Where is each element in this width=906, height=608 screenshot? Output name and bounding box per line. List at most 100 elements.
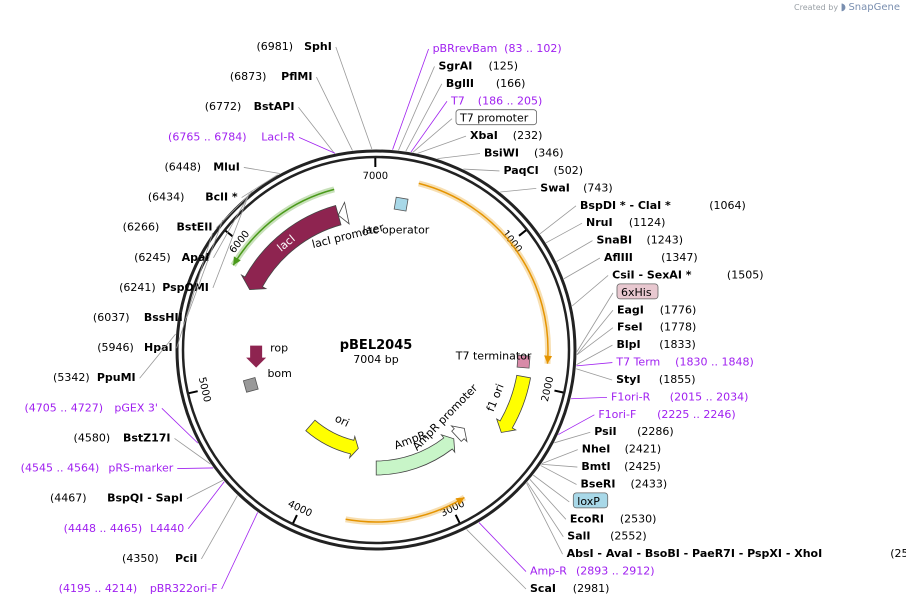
site-label-nhei[interactable]: NheI(2421) — [582, 443, 661, 456]
primer-label-t7[interactable]: T7(186 .. 205) — [450, 94, 542, 107]
label-position: (4545 .. 4564) — [21, 462, 100, 475]
site-label-afliii[interactable]: AflIII(1347) — [604, 251, 698, 264]
site-label-t7-promoter[interactable]: T7 promoter — [455, 109, 537, 126]
label-leader-line — [186, 219, 224, 319]
bom-feature — [242, 377, 259, 393]
site-label-sali[interactable]: SalI(2552) — [567, 530, 646, 543]
f1-ori-feature — [495, 374, 531, 433]
site-label-bspqi-sapi[interactable]: BspQI - SapI(4467) — [50, 492, 183, 505]
primer-label-laci-r[interactable]: LacI-R(6765 .. 6784) — [168, 130, 295, 143]
site-label-mlui[interactable]: MluI(6448) — [164, 160, 239, 173]
label-position: (166) — [496, 77, 526, 90]
label-name: SphI — [304, 40, 332, 53]
site-label-hpai[interactable]: HpaI(5946) — [97, 341, 172, 354]
site-label-bsteii[interactable]: BstEII(6266) — [123, 221, 213, 234]
label-name: PaqCI — [503, 164, 538, 177]
site-label-paqci[interactable]: PaqCI(502) — [503, 164, 583, 177]
plasmid-length: 7004 bp — [353, 353, 398, 366]
site-label-psii[interactable]: PsiI(2286) — [594, 425, 673, 438]
label-name: XbaI — [470, 129, 498, 142]
primer-label-pbrrevbam[interactable]: pBRrevBam(83 .. 102) — [433, 42, 562, 55]
label-leader-line — [241, 174, 278, 198]
site-label-snabi[interactable]: SnaBI(1243) — [596, 234, 683, 247]
site-label-bcli-[interactable]: BclI *(6434) — [148, 191, 238, 204]
site-label-styi[interactable]: StyI(1855) — [616, 373, 695, 386]
label-name: NheI — [582, 443, 611, 456]
site-label-bstz17i[interactable]: BstZ17I(4580) — [74, 431, 171, 444]
site-label-bseri[interactable]: BseRI(2433) — [581, 477, 668, 490]
label-name: T7 Term — [615, 356, 660, 369]
snapgene-logo-icon: ◗ — [840, 2, 846, 13]
site-label-bglii[interactable]: BglII(166) — [446, 77, 526, 90]
rop-label: rop — [270, 342, 288, 355]
label-leader-line — [571, 275, 609, 307]
site-label-bsshii[interactable]: BssHII(6037) — [93, 311, 183, 324]
feature-tag-box — [455, 109, 537, 126]
ampr-promoter-feature — [450, 425, 468, 443]
plasmid-backbone — [175, 149, 577, 551]
primer-label-t7-term[interactable]: T7 Term(1830 .. 1848) — [615, 356, 753, 369]
primer-label-prs-marker[interactable]: pRS-marker (4545 .. 4564) — [21, 462, 174, 475]
t7-terminator-feature — [516, 354, 531, 369]
site-label-scai[interactable]: ScaI(2981) — [530, 582, 609, 595]
label-leader-line — [558, 414, 595, 435]
site-label-pcii[interactable]: PciI(4350) — [122, 552, 197, 565]
primer-label-pbr322ori-f[interactable]: pBR322ori-F(4195 .. 4214) — [59, 582, 218, 595]
site-label-ppumi[interactable]: PpuMI(5342) — [53, 371, 136, 384]
label-leader-line — [212, 194, 250, 289]
label-leader-line — [576, 344, 613, 366]
label-leader-line — [576, 368, 613, 381]
laci-promoter-feature — [337, 201, 350, 225]
site-label-loxp[interactable]: loxP — [572, 492, 609, 509]
label-leader-line — [526, 482, 563, 555]
label-name: BmtI — [581, 460, 610, 473]
primer-label-pgex-3-[interactable]: pGEX 3'(4705 .. 4727) — [25, 401, 158, 414]
label-name: SgrAI — [438, 59, 472, 72]
label-name: pGEX 3' — [114, 401, 158, 414]
label-name: pRS-marker — [108, 462, 173, 475]
label-position: (1347) — [661, 251, 698, 264]
label-position: (1505) — [727, 268, 764, 281]
label-position: (6434) — [148, 191, 185, 204]
site-label-fsei[interactable]: FseI(1778) — [617, 321, 696, 334]
primer-label-f1ori-r[interactable]: F1ori-R(2015 .. 2034) — [611, 390, 748, 403]
site-label-sgrai[interactable]: SgrAI(125) — [438, 59, 518, 72]
site-label-xbai[interactable]: XbaI(232) — [470, 129, 542, 142]
primer-label-amp-r[interactable]: Amp-R(2893 .. 2912) — [530, 565, 655, 578]
label-leader-line — [412, 118, 453, 153]
site-label-bstapi[interactable]: BstAPI(6772) — [205, 100, 295, 113]
orf-arc — [345, 496, 465, 523]
label-name: BspQI - SapI — [107, 492, 183, 505]
site-label-swai[interactable]: SwaI(743) — [540, 181, 612, 194]
label-position: (1776) — [660, 303, 697, 316]
label-name: PsiI — [594, 425, 616, 438]
site-label-blpi[interactable]: BlpI(1833) — [616, 338, 695, 351]
site-label-csii-sexai-[interactable]: CsiI - SexAI *(1505) — [612, 268, 763, 281]
primer-label-l4440[interactable]: L4440(4448 .. 4465) — [64, 522, 185, 535]
site-label-eagi[interactable]: EagI(1776) — [617, 303, 696, 316]
feature-tag-text: T7 promoter — [459, 112, 529, 125]
label-leader-line — [500, 187, 537, 193]
label-leader-line — [161, 408, 199, 444]
label-position: (6772) — [205, 100, 242, 113]
label-leader-line — [139, 333, 176, 379]
site-label-bspdi-clai-[interactable]: BspDI * - ClaI *(1064) — [580, 199, 746, 212]
site-label-apai[interactable]: ApaI(6245) — [134, 251, 209, 264]
site-label-ecori[interactable]: EcoRI(2530) — [570, 512, 657, 525]
tick-label: 2000 — [540, 375, 556, 402]
site-label-pspomi[interactable]: PspOMI(6241) — [119, 281, 209, 294]
site-label-sphi[interactable]: SphI(6981) — [256, 40, 331, 53]
site-label-bmti[interactable]: BmtI(2425) — [581, 460, 660, 473]
label-position: (743) — [583, 181, 613, 194]
site-label-nrui[interactable]: NruI(1124) — [586, 216, 665, 229]
site-label-bsiwi[interactable]: BsiWI(346) — [484, 147, 564, 160]
label-position: (4195 .. 4214) — [59, 582, 138, 595]
label-leader-line — [316, 76, 353, 151]
ampr-feature — [375, 433, 456, 476]
primer-label-f1ori-f[interactable]: F1ori-F(2225 .. 2246) — [598, 408, 735, 421]
site-label-pflmi[interactable]: PflMI(6873) — [230, 70, 313, 83]
site-label-6xhis[interactable]: 6xHis — [616, 283, 659, 300]
label-name: BssHII — [144, 311, 183, 324]
site-label-absi-avai-bsobi-paer7i-pspxi-xhoi[interactable]: AbsI - AvaI - BsoBI - PaeR7I - PspXI - X… — [567, 547, 906, 560]
